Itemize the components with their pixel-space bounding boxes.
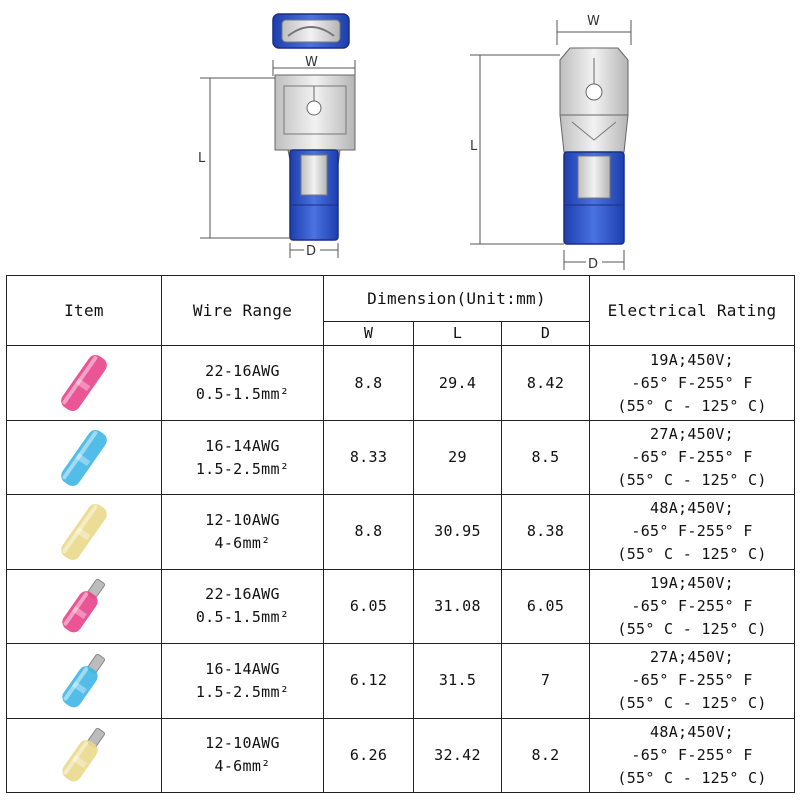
electrical-rating-cell: 48A;450V; -65° F-255° F (55° C - 125° C) xyxy=(589,494,796,570)
dimension-d-cell: 8.5 xyxy=(500,419,591,496)
dimension-d-cell: 8.2 xyxy=(500,717,591,794)
dimension-l-cell: 31.5 xyxy=(413,643,502,719)
table-row: 22-16AWG 0.5-1.5mm² 8.8 29.4 8.42 19A;45… xyxy=(6,345,796,421)
wire-awg: 22-16AWG xyxy=(205,362,280,381)
item-cell xyxy=(6,345,162,421)
dimension-l-cell: 31.08 xyxy=(413,568,502,645)
rating-temp-c: (55° C - 125° C) xyxy=(617,396,767,415)
male-l-label: L xyxy=(470,139,478,154)
header-d: D xyxy=(500,321,591,347)
header-row: Item Wire Range Dimension(Unit:mm) Elect… xyxy=(6,274,796,347)
rating-temp-f: -65° F-255° F xyxy=(631,671,753,690)
rating-temp-f: -65° F-255° F xyxy=(631,448,753,467)
pink-female-connector-icon xyxy=(61,355,107,412)
item-cell xyxy=(6,419,162,496)
rating-temp-f: -65° F-255° F xyxy=(631,522,753,541)
header-dimension: Dimension(Unit:mm) xyxy=(322,274,591,323)
wire-awg: 22-16AWG xyxy=(205,585,280,604)
dimension-l-cell: 32.42 xyxy=(413,717,502,794)
electrical-rating-cell: 19A;450V; -65° F-255° F (55° C - 125° C) xyxy=(589,568,796,645)
item-cell xyxy=(6,717,162,794)
dimension-w-cell: 6.12 xyxy=(323,643,414,719)
wire-mm: 0.5-1.5mm² xyxy=(195,608,290,627)
rating-temp-f: -65° F-255° F xyxy=(631,596,753,615)
male-terminal-drawing: W L D xyxy=(470,12,632,272)
dimension-d-cell: 8.38 xyxy=(500,494,591,570)
wire-mm: 0.5-1.5mm² xyxy=(195,385,290,404)
wire-mm: 4-6mm² xyxy=(214,757,271,776)
electrical-rating-cell: 27A;450V; -65° F-255° F (55° C - 125° C) xyxy=(589,643,796,719)
table-row: 12-10AWG 4-6mm² 6.26 32.42 8.2 48A;450V;… xyxy=(6,717,796,794)
blue-female-connector-icon xyxy=(61,429,107,486)
specification-table: Item Wire Range Dimension(Unit:mm) Elect… xyxy=(6,274,796,794)
header-item: Item xyxy=(6,274,162,347)
wire-range-cell: 12-10AWG 4-6mm² xyxy=(161,494,324,570)
pink-male-connector-icon xyxy=(62,579,106,633)
wire-range-cell: 12-10AWG 4-6mm² xyxy=(161,717,324,794)
wire-awg: 16-14AWG xyxy=(205,659,280,678)
electrical-rating-cell: 27A;450V; -65° F-255° F (55° C - 125° C) xyxy=(589,419,796,496)
header-wire-range: Wire Range xyxy=(161,274,324,347)
wire-range-cell: 22-16AWG 0.5-1.5mm² xyxy=(161,568,324,645)
dimension-d-cell: 6.05 xyxy=(500,568,591,645)
dimension-w-cell: 8.8 xyxy=(323,345,414,421)
dimension-l-cell: 29.4 xyxy=(413,345,502,421)
dimension-w-cell: 8.33 xyxy=(323,419,414,496)
rating-current-voltage: 19A;450V; xyxy=(650,350,735,369)
dimension-d-cell: 8.42 xyxy=(500,345,591,421)
wire-range-cell: 22-16AWG 0.5-1.5mm² xyxy=(161,345,324,421)
item-cell xyxy=(6,568,162,645)
rating-temp-f: -65° F-255° F xyxy=(631,745,753,764)
dimension-l-cell: 30.95 xyxy=(413,494,502,570)
wire-mm: 1.5-2.5mm² xyxy=(195,682,290,701)
table-row: 16-14AWG 1.5-2.5mm² 8.33 29 8.5 27A;450V… xyxy=(6,419,796,496)
item-cell xyxy=(6,494,162,570)
dimension-w-cell: 6.05 xyxy=(323,568,414,645)
table-row: 22-16AWG 0.5-1.5mm² 6.05 31.08 6.05 19A;… xyxy=(6,568,796,645)
female-terminal-drawing: W L D xyxy=(198,13,356,259)
electrical-rating-cell: 19A;450V; -65° F-255° F (55° C - 125° C) xyxy=(589,345,796,421)
rating-temp-c: (55° C - 125° C) xyxy=(617,471,767,490)
header-l: L xyxy=(413,321,502,347)
item-cell xyxy=(6,643,162,719)
male-d-label: D xyxy=(588,257,598,272)
rating-current-voltage: 27A;450V; xyxy=(650,425,735,444)
rating-current-voltage: 48A;450V; xyxy=(650,499,735,518)
electrical-rating-cell: 48A;450V; -65° F-255° F (55° C - 125° C) xyxy=(589,717,796,794)
wire-awg: 16-14AWG xyxy=(205,436,280,455)
dimension-l-cell: 29 xyxy=(413,419,502,496)
female-d-label: D xyxy=(306,244,316,259)
rating-current-voltage: 19A;450V; xyxy=(650,573,735,592)
rating-temp-f: -65° F-255° F xyxy=(631,373,753,392)
female-w-label: W xyxy=(305,55,318,70)
male-w-label: W xyxy=(587,14,600,29)
dimension-d-cell: 7 xyxy=(500,643,591,719)
wire-range-cell: 16-14AWG 1.5-2.5mm² xyxy=(161,643,324,719)
wire-mm: 4-6mm² xyxy=(214,533,271,552)
table-row: 12-10AWG 4-6mm² 8.8 30.95 8.38 48A;450V;… xyxy=(6,494,796,570)
wire-mm: 1.5-2.5mm² xyxy=(195,459,290,478)
header-electrical-rating: Electrical Rating xyxy=(589,274,796,347)
table-row: 16-14AWG 1.5-2.5mm² 6.12 31.5 7 27A;450V… xyxy=(6,643,796,719)
wire-awg: 12-10AWG xyxy=(205,510,280,529)
female-l-label: L xyxy=(198,151,206,166)
rating-temp-c: (55° C - 125° C) xyxy=(617,619,767,638)
dimension-w-cell: 6.26 xyxy=(323,717,414,794)
blue-male-connector-icon xyxy=(62,653,106,708)
subheader-row: W L D xyxy=(7,321,795,347)
rating-temp-c: (55° C - 125° C) xyxy=(617,694,767,713)
yellow-male-connector-icon xyxy=(62,728,106,782)
rating-current-voltage: 27A;450V; xyxy=(650,648,735,667)
rating-temp-c: (55° C - 125° C) xyxy=(617,768,767,787)
wire-range-cell: 16-14AWG 1.5-2.5mm² xyxy=(161,419,324,496)
header-w: W xyxy=(323,321,414,347)
dimension-w-cell: 8.8 xyxy=(323,494,414,570)
yellow-female-connector-icon xyxy=(61,503,107,560)
wire-awg: 12-10AWG xyxy=(205,734,280,753)
rating-temp-c: (55° C - 125° C) xyxy=(617,545,767,564)
terminal-dimension-diagram: W L D W xyxy=(198,12,632,272)
rating-current-voltage: 48A;450V; xyxy=(650,722,735,741)
